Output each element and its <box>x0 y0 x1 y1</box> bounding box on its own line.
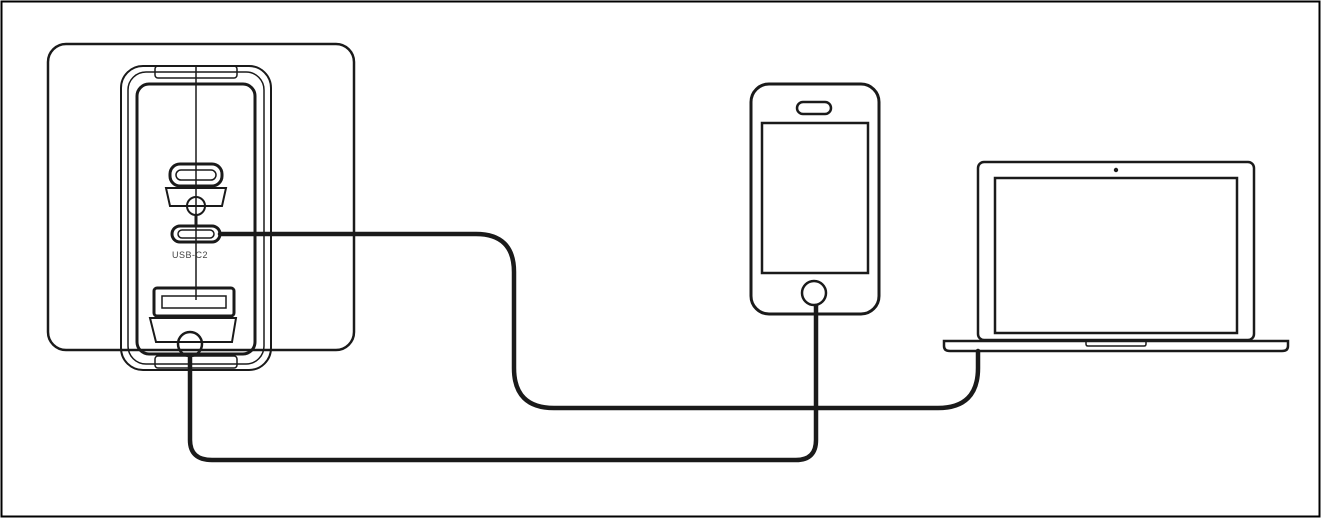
phone-speaker <box>795 100 833 116</box>
phone-screen <box>760 121 870 275</box>
laptop-icon <box>942 160 1290 353</box>
usb-a-port <box>148 286 238 358</box>
cables <box>187 213 981 463</box>
phone-home-button <box>800 279 828 307</box>
wall-plate <box>46 42 356 352</box>
laptop-lid <box>976 160 1256 342</box>
laptop-notch <box>1085 341 1147 347</box>
phone-body <box>749 82 881 316</box>
cable-usb-a-to-phone <box>187 303 819 463</box>
laptop-base <box>942 339 1290 353</box>
smartphone-icon <box>749 82 881 316</box>
charger-bottom-clip <box>154 355 238 369</box>
cable-usb-c2-to-laptop <box>217 231 981 411</box>
laptop-screen <box>993 176 1239 335</box>
wall-charger <box>46 42 356 371</box>
laptop-camera <box>1113 167 1119 173</box>
usb-c2-label: USB-C2 <box>172 250 208 260</box>
